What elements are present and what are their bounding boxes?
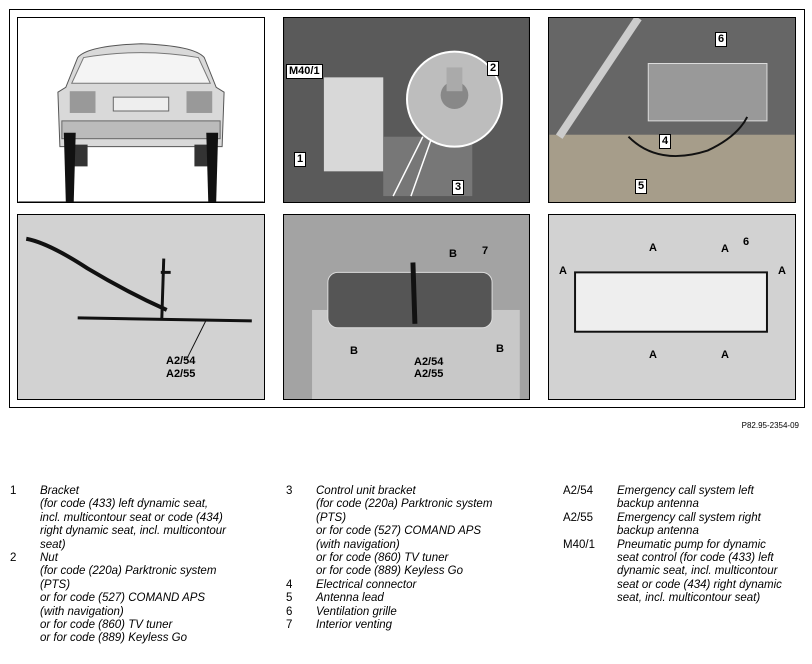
callout-b-top: B (449, 248, 457, 260)
legend-text: Bracket (for code (433) left dynamic sea… (40, 485, 226, 551)
legend-item: A2/54 Emergency call system left backup … (563, 485, 808, 512)
legend-num: A2/55 (563, 511, 594, 524)
callout-a-5: A (649, 349, 657, 361)
legend-text: Pneumatic pump for dynamic seat control … (617, 538, 782, 605)
grille-photo-illustration (549, 18, 795, 202)
legend-item: 7 Interior venting (286, 619, 546, 632)
legend-item: 6 Ventilation grille (286, 606, 546, 619)
callout-4: 4 (659, 134, 672, 149)
pump-photo-illustration (284, 18, 529, 202)
legend-num: 2 (10, 552, 17, 565)
antenna-illustration (25, 236, 252, 360)
legend-col-2: 3 Control unit bracket (for code (220a) P… (286, 485, 546, 632)
legend-num: 3 (286, 485, 293, 497)
callout-a2-54-b: A2/54 (414, 356, 444, 368)
legend-text: Nut (for code (220a) Parktronic system (… (40, 552, 217, 645)
grille-arrows-illustration (574, 271, 768, 333)
figure-reference: P82.95-2354-09 (741, 421, 799, 430)
panel-venting-photo: B 7 B B A2/54 A2/55 (283, 214, 530, 400)
legend-item: 2 Nut (for code (220a) Parktronic system … (10, 552, 280, 646)
legend-text: Interior venting (316, 619, 393, 632)
panel-car-rear (17, 17, 265, 203)
car-rear-illustration (18, 43, 264, 202)
legend-item: A2/55 Emergency call system right backup … (563, 512, 808, 539)
callout-b-left: B (350, 345, 358, 357)
callout-a-3: A (559, 265, 567, 277)
callout-6: 6 (715, 32, 728, 47)
callout-a2-55: A2/55 (166, 368, 196, 380)
legend-num: A2/54 (563, 485, 594, 497)
legend-num: 5 (286, 592, 293, 605)
legend-text: Ventilation grille (316, 605, 397, 618)
legend-item: 4 Electrical connector (286, 579, 546, 592)
legend-item: 5 Antenna lead (286, 592, 546, 605)
legend-text: Emergency call system right backup anten… (617, 511, 761, 538)
callout-2: 2 (487, 61, 500, 76)
callout-a-2: A (721, 243, 729, 255)
callout-a-4: A (778, 265, 786, 277)
callout-1: 1 (294, 152, 307, 167)
legend-text: Antenna lead (316, 592, 384, 605)
callout-a2-55-b: A2/55 (414, 368, 444, 380)
panel-pump-photo: M40/1 2 1 3 (283, 17, 530, 203)
legend-num: 4 (286, 578, 293, 591)
legend-num: 6 (286, 605, 293, 618)
legend-text: Control unit bracket (for code (220a) Pa… (316, 485, 493, 578)
callout-a-1: A (649, 242, 657, 254)
panel-grille-arrows: A A 6 A A A A (548, 214, 796, 400)
legend-col-1: 1 Bracket (for code (433) left dynamic se… (10, 485, 280, 646)
legend-col-3: A2/54 Emergency call system left backup … (563, 485, 808, 606)
callout-b-right: B (496, 343, 504, 355)
panel-grille-photo: 6 4 5 (548, 17, 796, 203)
legend-item: M40/1 Pneumatic pump for dynamic seat con… (563, 539, 808, 606)
panel-antenna: A2/54 A2/55 (17, 214, 265, 400)
callout-6-b: 6 (743, 236, 750, 248)
legend-item: 1 Bracket (for code (433) left dynamic se… (10, 485, 280, 552)
callout-m40-1: M40/1 (286, 64, 323, 79)
callout-5: 5 (635, 179, 648, 194)
callout-7: 7 (482, 245, 489, 257)
legend-item: 3 Control unit bracket (for code (220a) P… (286, 485, 546, 579)
legend-num: 1 (10, 485, 17, 497)
venting-photo-illustration (284, 215, 529, 399)
callout-a2-54: A2/54 (166, 355, 196, 367)
legend-num: M40/1 (563, 538, 595, 551)
legend-text: Electrical connector (316, 578, 417, 591)
callout-a-6: A (721, 349, 729, 361)
callout-3: 3 (452, 180, 465, 195)
legend-num: 7 (286, 619, 293, 632)
legend-text: Emergency call system left backup antenn… (617, 485, 754, 511)
